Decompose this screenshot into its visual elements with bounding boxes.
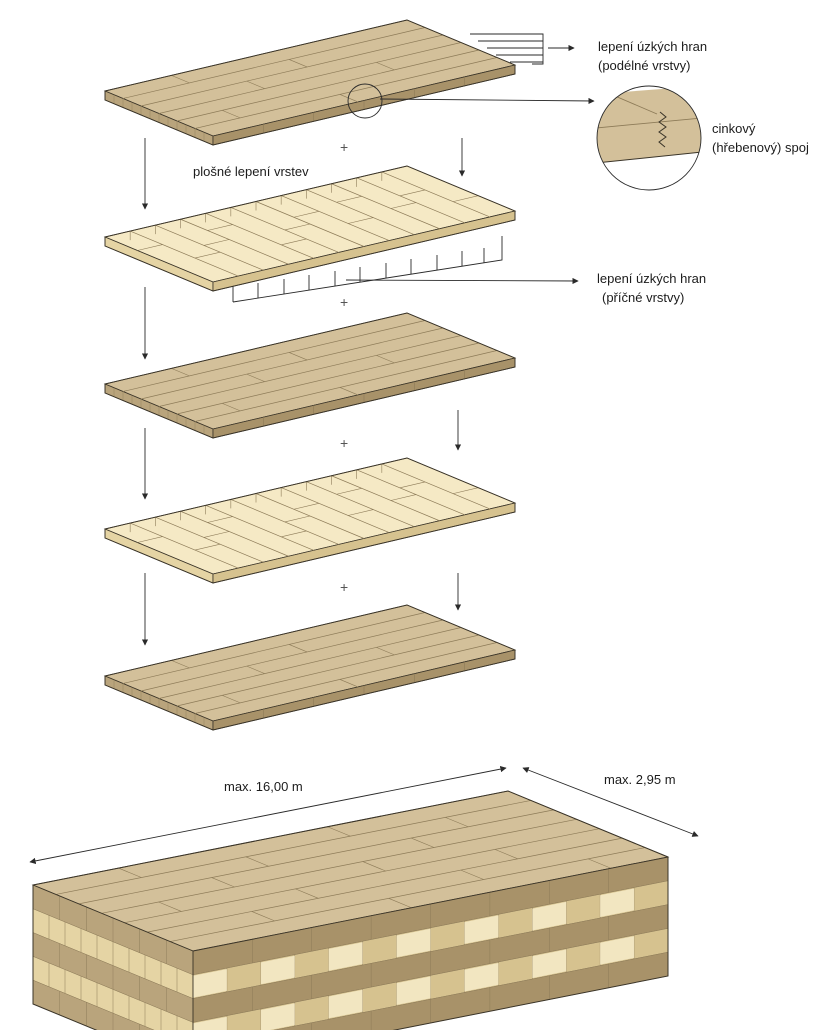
layer-2-transverse-board [105,166,515,291]
edge-bond-transverse-sublabel: (příčné vrstvy) [602,290,684,305]
layer-3-longitudinal-board [105,313,515,438]
detail-leader-arrow [380,99,594,101]
plus-sign-4: + [340,579,348,595]
max-length-label: max. 16,00 m [224,779,303,794]
finger-joint-label: cinkový [712,121,756,136]
assembled-clt-panel [33,791,668,1030]
edge-bond-transverse-label: lepení úzkých hran [597,271,706,286]
zoom-view [596,86,702,200]
surface-bond-label: plošné lepení vrstev [193,164,309,179]
plus-sign-1: + [340,139,348,155]
finger-joint-sublabel: (hřebenový) spoj [712,140,809,155]
layer-1-longitudinal-board [105,20,515,145]
plus-sign-3: + [340,435,348,451]
layer-4-transverse-board [105,458,515,583]
layer-5-longitudinal-board [105,605,515,730]
max-width-label: max. 2,95 m [604,772,676,787]
edge-bond-longitudinal-sublabel: (podélné vrstvy) [598,58,690,73]
edge-bond-longitudinal-label: lepení úzkých hran [598,39,707,54]
plus-sign-2: + [340,294,348,310]
edge-bond-transverse-arrow [346,280,578,281]
